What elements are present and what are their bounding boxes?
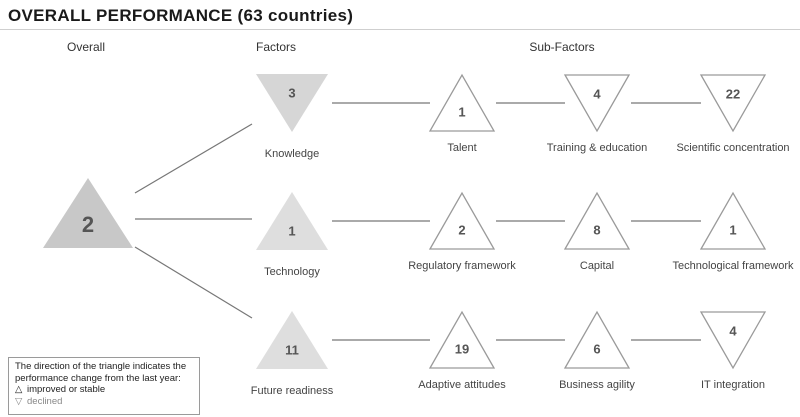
subfactor-rank-training-education: 4	[593, 86, 601, 102]
subfactor-rank-technological-framework: 1	[729, 222, 737, 238]
subfactor-triangle-capital	[563, 191, 631, 250]
factor-triangle-knowledge	[256, 74, 328, 132]
subfactor-label-capital: Capital	[579, 260, 615, 272]
subfactor-label-regulatory-framework: Regulatory framework	[408, 260, 516, 272]
subfactor-triangle-it-integration	[699, 311, 767, 370]
subfactor-triangle-regulatory-framework	[428, 191, 496, 250]
overall-rank-value: 2	[81, 211, 95, 237]
legend-line-1: The direction of the triangle indicates …	[15, 361, 187, 372]
subfactor-triangle-business-agility	[563, 310, 631, 369]
factor-label-technology: Technology	[264, 266, 320, 278]
subfactor-triangle-scientific-concentration	[699, 74, 767, 133]
triangle-down-icon: ▽	[15, 395, 23, 407]
factor-triangle-future-readiness	[256, 311, 328, 369]
subfactor-label-scientific-concentration: Scientific concentration	[676, 142, 790, 154]
title-divider	[0, 29, 800, 30]
legend-improved-label: improved or stable	[27, 384, 106, 395]
subfactor-rank-capital: 8	[593, 222, 601, 238]
subfactor-label-it-integration: IT integration	[700, 379, 766, 391]
subfactor-label-talent: Talent	[447, 142, 477, 154]
subfactor-label-technological-framework: Technological framework	[672, 260, 794, 272]
subfactor-label-training-education: Training & education	[546, 142, 648, 154]
column-header-overall: Overall	[66, 40, 106, 54]
triangle-up-icon: △	[15, 384, 23, 395]
connector-overall-knowledge	[134, 123, 253, 194]
subfactor-rank-scientific-concentration: 22	[725, 86, 741, 102]
subfactor-rank-regulatory-framework: 2	[458, 222, 466, 238]
column-header-factors: Factors	[255, 40, 297, 54]
subfactor-rank-talent: 1	[458, 104, 466, 120]
legend-line-2: performance change from the last year:	[15, 372, 181, 384]
factor-rank-knowledge: 3	[288, 85, 296, 101]
subfactor-rank-adaptive-attitudes: 19	[454, 341, 470, 357]
subfactor-rank-it-integration: 4	[729, 323, 737, 339]
page-title: OVERALL PERFORMANCE (63 countries)	[8, 6, 354, 25]
subfactor-triangle-training-education	[563, 74, 631, 133]
factor-triangle-technology	[256, 192, 328, 250]
column-header-subfactors: Sub-Factors	[529, 40, 595, 54]
factor-label-knowledge: Knowledge	[264, 148, 320, 160]
subfactor-label-adaptive-attitudes: Adaptive attitudes	[418, 379, 506, 391]
legend-declined-row: ▽ declined	[15, 396, 193, 408]
subfactor-rank-business-agility: 6	[593, 341, 601, 357]
factor-label-future-readiness: Future readiness	[250, 385, 334, 397]
overall-rank-triangle	[43, 178, 133, 248]
subfactor-triangle-adaptive-attitudes	[428, 310, 496, 369]
legend-declined-label: declined	[27, 395, 63, 407]
subfactor-label-business-agility: Business agility	[559, 379, 635, 391]
factor-rank-technology: 1	[288, 223, 296, 239]
legend-improved-row: △ improved or stable	[15, 384, 193, 396]
subfactor-triangle-technological-framework	[699, 191, 767, 250]
legend-box: The direction of the triangle indicates …	[8, 357, 200, 415]
subfactor-triangle-talent	[428, 73, 496, 132]
connector-overall-future-readiness	[134, 246, 253, 319]
factor-rank-future-readiness: 11	[285, 342, 299, 358]
